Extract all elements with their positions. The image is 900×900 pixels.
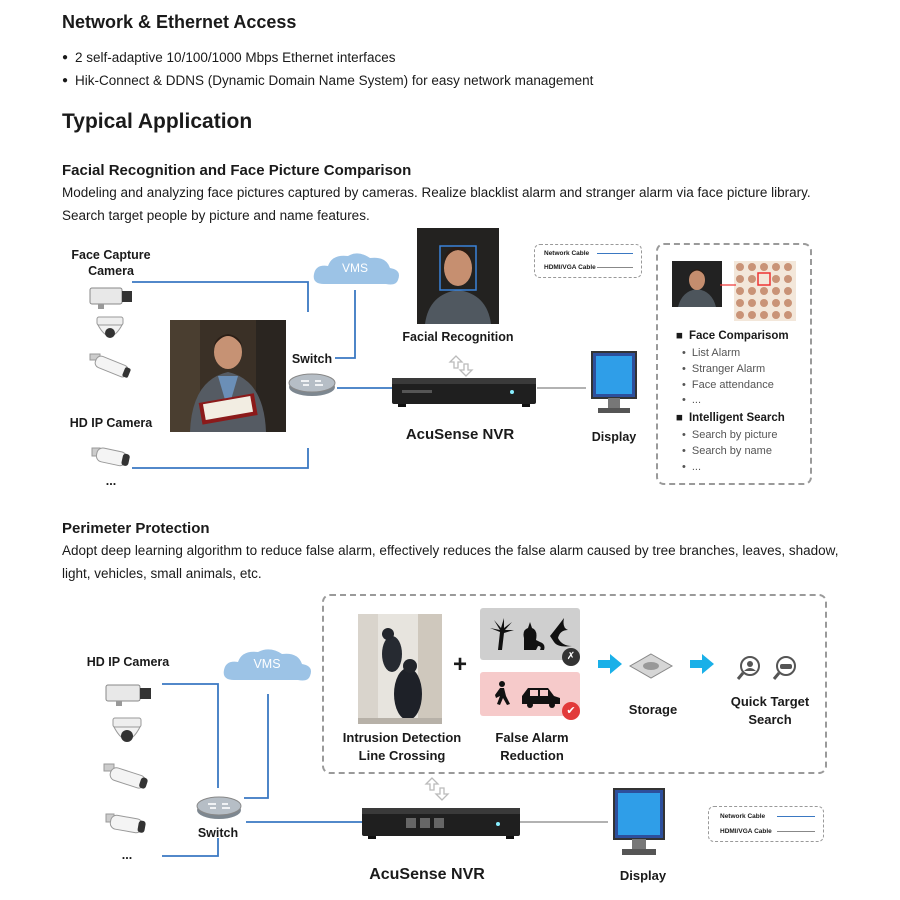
intelligent-search-heading: Intelligent Search bbox=[676, 412, 785, 424]
false-alarm-label-2: Reduction bbox=[500, 748, 564, 763]
network-bullet-2: Hik-Connect & DDNS (Dynamic Domain Name … bbox=[62, 73, 593, 88]
box-camera-icon-2 bbox=[104, 680, 154, 713]
intrusion-label-1: Intrusion Detection bbox=[342, 730, 462, 745]
display-label-2: Display bbox=[619, 868, 667, 883]
bullet-camera-icon-4 bbox=[104, 810, 150, 847]
face-library-grid bbox=[734, 261, 796, 321]
vms-label-2: VMS bbox=[253, 657, 281, 671]
arrow-right-icon-2 bbox=[690, 654, 714, 674]
false-alarm-label-1: False Alarm bbox=[495, 730, 569, 745]
network-heading: Network & Ethernet Access bbox=[62, 12, 297, 32]
accept-check-icon: ✔ bbox=[562, 702, 580, 720]
switch-label-2: Switch bbox=[197, 826, 239, 840]
legend-network-cable-line-2 bbox=[777, 816, 815, 817]
bullet-camera-icon bbox=[88, 352, 132, 391]
legend-hdmi-label-2: HDMI/VGA Cable bbox=[720, 828, 772, 835]
person-reading-photo bbox=[170, 320, 286, 432]
search-item-2: Search by name bbox=[682, 445, 772, 457]
match-link-icon bbox=[720, 284, 736, 286]
cable-legend-2: Network Cable HDMI/VGA Cable bbox=[708, 806, 824, 842]
quick-search-label-1: Quick Target bbox=[730, 694, 810, 709]
intrusion-label-2: Line Crossing bbox=[358, 748, 446, 763]
arrow-right-icon-1 bbox=[598, 654, 622, 674]
reject-x-icon: ✗ bbox=[562, 648, 580, 666]
bullet-camera-icon-3 bbox=[102, 762, 150, 803]
typical-application-heading: Typical Application bbox=[62, 110, 253, 133]
search-item-1: Search by picture bbox=[682, 429, 778, 441]
switch-label-1: Switch bbox=[291, 352, 333, 366]
nvr-device-icon-2 bbox=[362, 806, 522, 845]
tree-cat-bird-icons bbox=[490, 618, 572, 650]
cable-legend-1: Network Cable HDMI/VGA Cable bbox=[534, 244, 642, 278]
facial-heading: Facial Recognition and Face Picture Comp… bbox=[62, 162, 412, 179]
facial-desc-line1: Modeling and analyzing face pictures cap… bbox=[62, 185, 811, 200]
camera-ellipsis-1: ... bbox=[105, 474, 117, 488]
bullet-camera-icon-2 bbox=[90, 444, 134, 479]
perimeter-heading: Perimeter Protection bbox=[62, 520, 210, 537]
vms-cloud-icon bbox=[310, 250, 402, 295]
face-capture-label-2: Camera bbox=[88, 264, 134, 278]
legend-network-cable-line-1 bbox=[597, 253, 633, 254]
face-comparison-heading: Face Comparisom bbox=[676, 330, 789, 342]
quick-search-icons bbox=[736, 656, 796, 680]
nvr-device-icon-1 bbox=[392, 376, 538, 413]
switch-icon-2 bbox=[195, 795, 243, 826]
captured-face-thumbnail bbox=[672, 261, 722, 307]
vms-label-1: VMS bbox=[341, 261, 368, 275]
intrusion-photo bbox=[358, 614, 442, 724]
hd-ip-camera-label-2: HD IP Camera bbox=[86, 655, 170, 669]
display-label-1: Display bbox=[591, 430, 637, 444]
camera-ellipsis-2: ... bbox=[121, 848, 133, 862]
legend-hdmi-line-1 bbox=[597, 267, 633, 268]
dome-camera-icon-2 bbox=[110, 716, 144, 755]
network-bullet-1: 2 self-adaptive 10/100/1000 Mbps Etherne… bbox=[62, 50, 395, 65]
false-alarm-sources-box: ✗ bbox=[480, 608, 580, 666]
perimeter-features-panel: + ✗ ✔ Intrusion Detection Line Crossing … bbox=[322, 594, 827, 774]
face-features-panel: Face Comparisom List Alarm Stranger Alar… bbox=[656, 243, 812, 485]
display-monitor-icon-1 bbox=[588, 350, 642, 425]
legend-network-cable-label-1: Network Cable bbox=[544, 250, 590, 257]
face-capture-label-1: Face Capture bbox=[71, 248, 151, 262]
switch-icon-1 bbox=[287, 372, 337, 403]
storage-label: Storage bbox=[628, 702, 678, 717]
legend-hdmi-label-1: HDMI/VGA Cable bbox=[544, 264, 596, 271]
facial-recognition-photo bbox=[417, 228, 499, 324]
perimeter-desc-line2: light, vehicles, small animals, etc. bbox=[62, 566, 262, 581]
perimeter-desc-line1: Adopt deep learning algorithm to reduce … bbox=[62, 543, 839, 558]
storage-icon bbox=[628, 653, 674, 679]
search-item-3: ... bbox=[682, 461, 701, 473]
dome-camera-icon bbox=[94, 315, 126, 350]
legend-hdmi-line-2 bbox=[777, 831, 815, 832]
quick-search-label-2: Search bbox=[748, 712, 792, 727]
hd-ip-camera-label-1: HD IP Camera bbox=[69, 416, 153, 430]
nvr-label-2: AcuSense NVR bbox=[369, 866, 485, 883]
facial-recognition-label: Facial Recognition bbox=[402, 330, 514, 344]
person-car-icons bbox=[495, 681, 560, 708]
face-item-3: Face attendance bbox=[682, 379, 774, 391]
vms-cloud-icon-2 bbox=[220, 646, 316, 691]
facial-desc-line2: Search target people by picture and name… bbox=[62, 208, 370, 223]
box-camera-icon bbox=[88, 284, 134, 315]
face-item-1: List Alarm bbox=[682, 347, 740, 359]
plus-sign: + bbox=[452, 651, 467, 678]
nvr-label-1: AcuSense NVR bbox=[405, 426, 515, 443]
legend-network-cable-label-2: Network Cable bbox=[720, 813, 766, 820]
display-monitor-icon-2 bbox=[610, 787, 670, 866]
face-item-2: Stranger Alarm bbox=[682, 363, 765, 375]
valid-targets-box: ✔ bbox=[480, 672, 580, 720]
face-item-4: ... bbox=[682, 394, 701, 406]
